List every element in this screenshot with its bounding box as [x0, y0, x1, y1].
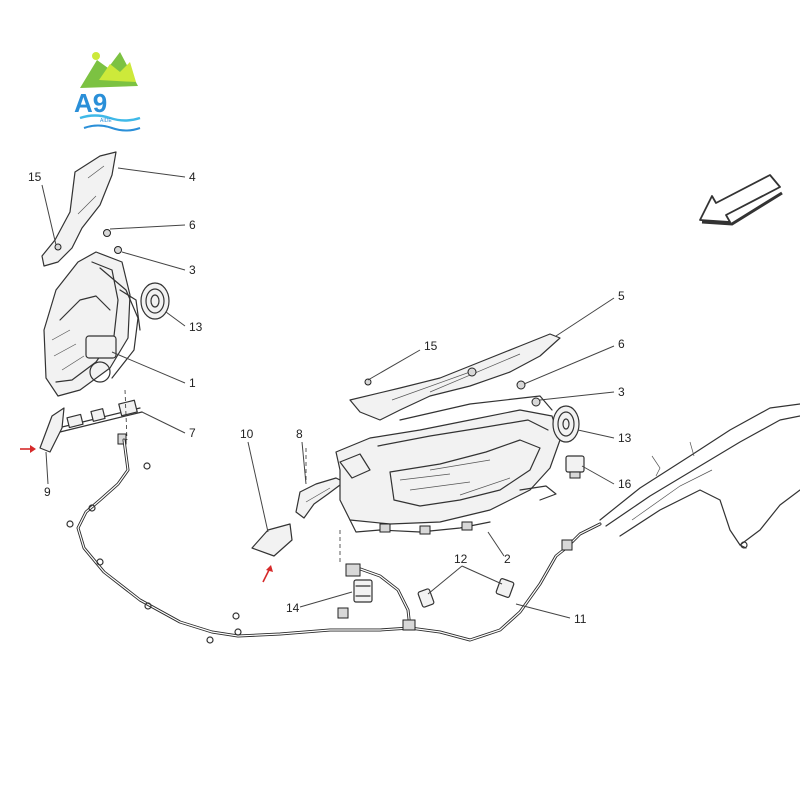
callout-6-left: 6	[189, 218, 196, 232]
center-nozzle-cover-part-10	[251, 523, 293, 557]
callout-14: 14	[286, 601, 300, 615]
logo-wave-2	[83, 124, 141, 132]
callout-12: 12	[454, 552, 468, 566]
logo-sun-icon	[92, 52, 100, 60]
right-headlight-part-2	[335, 395, 561, 564]
callout-2: 2	[504, 552, 511, 566]
callout-1: 1	[189, 376, 196, 390]
washer-hose-part-11	[66, 438, 602, 644]
callout-4: 4	[189, 170, 196, 184]
callout-9: 9	[44, 485, 51, 499]
right-nut-part-6	[516, 380, 526, 390]
left-nut-part-6	[103, 229, 111, 237]
left-washer-nozzle-part-7	[57, 389, 143, 445]
callout-13-right: 13	[618, 431, 632, 445]
callout-13-left: 13	[189, 320, 203, 334]
callout-7: 7	[189, 426, 196, 440]
left-washer-part-3	[114, 246, 122, 254]
callout-8: 8	[296, 427, 303, 441]
logo-mountain-highlight	[99, 62, 136, 82]
direction-arrow-icon	[699, 174, 783, 226]
left-screw-part-15	[54, 243, 62, 251]
center-pump-part-14	[337, 563, 373, 619]
callout-11: 11	[574, 612, 587, 626]
right-bracket-part-5	[349, 333, 561, 421]
left-cap-part-13	[140, 282, 170, 320]
right-washer-part-3	[531, 397, 541, 407]
callout-16: 16	[618, 477, 632, 491]
callout-labels: 15 4 6 3 13 1 7 9 10 8 15 5 6 3 13 16 2 …	[28, 170, 632, 626]
callout-6-right: 6	[618, 337, 625, 351]
callout-15-left: 15	[28, 170, 42, 184]
indicator-arrow-left	[20, 445, 36, 453]
right-cap-part-13	[552, 405, 580, 443]
left-nozzle-cover-part-9	[39, 407, 65, 453]
callout-15-right: 15	[424, 339, 438, 353]
leader-lines	[41, 167, 615, 619]
callout-10: 10	[240, 427, 254, 441]
indicator-arrow-center	[262, 565, 273, 583]
callout-5: 5	[618, 289, 625, 303]
right-module-part-16	[565, 455, 585, 479]
logo-sub-text: AIDE	[100, 118, 112, 124]
left-headlight-part-1	[43, 251, 141, 397]
callout-3-left: 3	[189, 263, 196, 277]
right-screw-part-15	[364, 378, 372, 386]
fender-outline	[599, 403, 800, 549]
logo-mark-text: A9	[74, 88, 107, 118]
brand-logo: A9 AIDE	[74, 52, 141, 132]
callout-3-right: 3	[618, 385, 625, 399]
right-clip-part	[467, 367, 477, 377]
logo-wave-1	[79, 114, 141, 122]
left-bracket-part-4	[41, 151, 117, 267]
